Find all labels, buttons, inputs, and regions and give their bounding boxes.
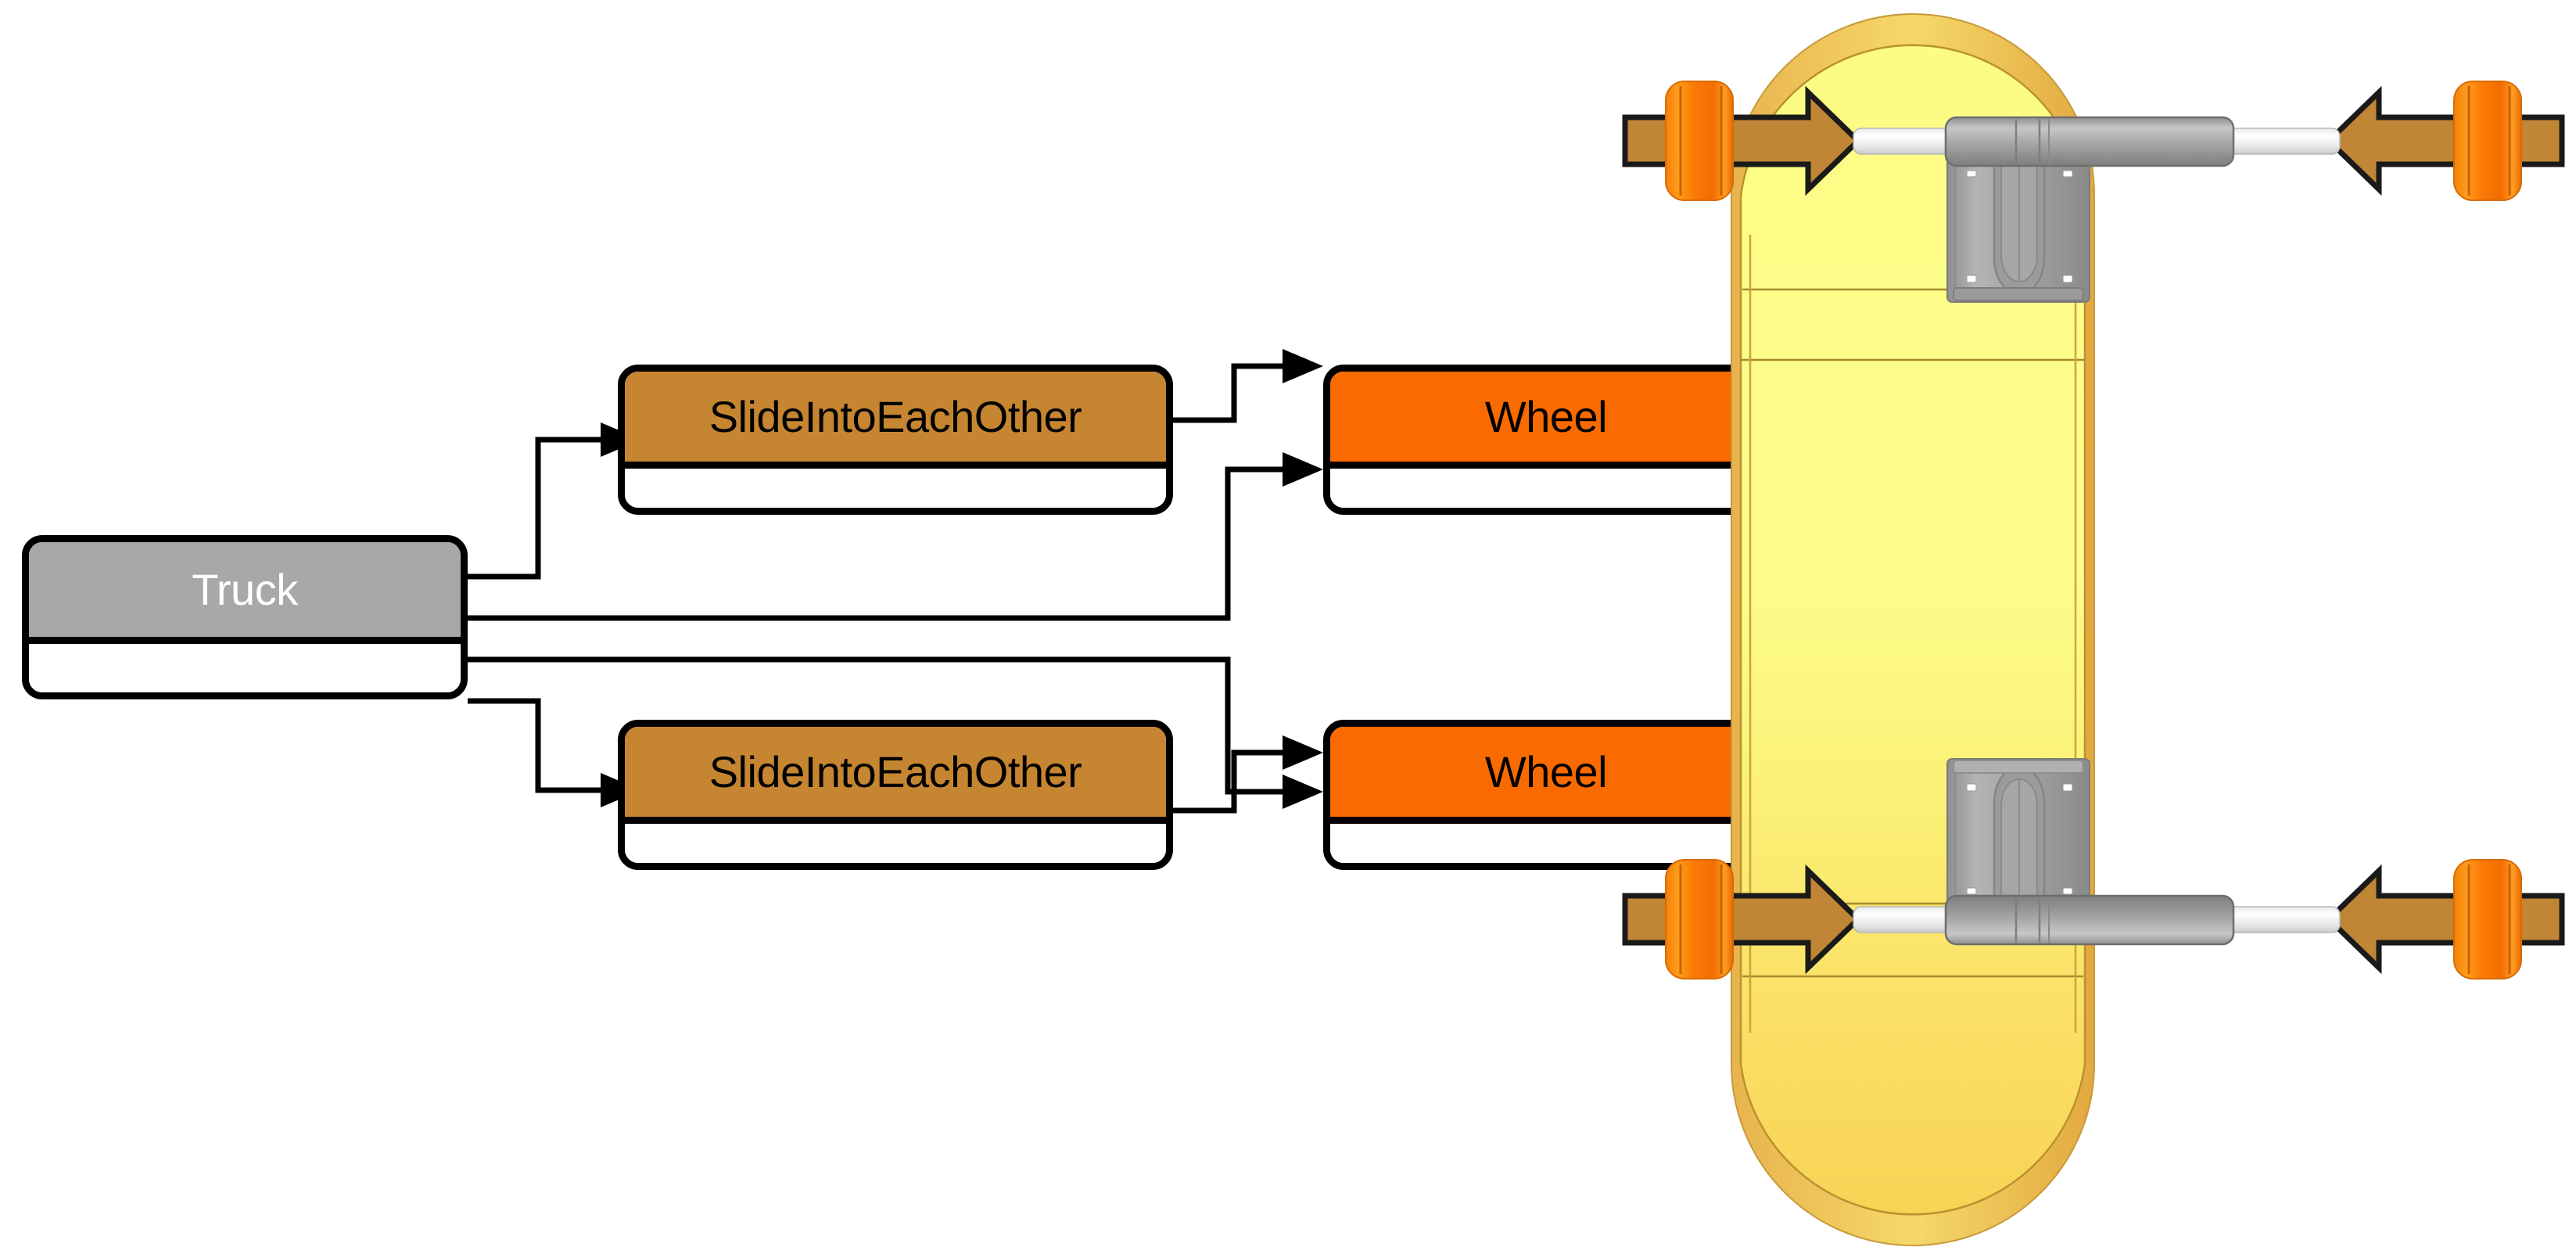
arrow-front-right <box>2324 85 2565 196</box>
block-slide-into-each-other-bottom[interactable]: SlideIntoEachOther <box>618 720 1173 870</box>
edge-slide-bottom-to-wheel-bottom <box>1171 735 1323 814</box>
block-slide-bottom-header: SlideIntoEachOther <box>625 727 1166 824</box>
block-truck[interactable]: Truck <box>22 535 468 699</box>
edge-truck-to-slide-bottom <box>468 698 641 807</box>
block-wheel-bottom-compartment <box>1330 824 1762 863</box>
wheel-rear-left <box>1665 859 1734 979</box>
block-slide-top-compartment <box>625 469 1166 508</box>
block-wheel-top-label: Wheel <box>1484 391 1608 441</box>
front-truck-hanger <box>1944 116 2235 167</box>
rear-truck-hanger <box>1944 894 2235 946</box>
wheel-front-right <box>2453 81 2522 201</box>
arrow-rear-left <box>1622 864 1863 975</box>
block-slide-top-header: SlideIntoEachOther <box>625 372 1166 469</box>
block-truck-compartment <box>29 644 461 692</box>
rear-truck-assembly <box>1622 758 2565 979</box>
block-slide-bottom-label: SlideIntoEachOther <box>709 746 1082 796</box>
block-wheel-bottom[interactable]: Wheel <box>1323 720 1769 870</box>
block-wheel-bottom-label: Wheel <box>1484 746 1608 796</box>
edge-slide-top-to-wheel-top <box>1171 349 1323 423</box>
front-truck-baseplate <box>1946 153 2090 303</box>
block-slide-top-label: SlideIntoEachOther <box>709 391 1082 441</box>
block-slide-into-each-other-top[interactable]: SlideIntoEachOther <box>618 365 1173 515</box>
front-truck-assembly <box>1622 81 2565 303</box>
block-truck-header: Truck <box>29 542 461 644</box>
wheel-rear-right <box>2453 859 2522 979</box>
skateboard-illustration <box>1622 13 2565 1246</box>
block-truck-label: Truck <box>192 564 298 614</box>
wheel-front-left <box>1665 81 1734 201</box>
block-wheel-top[interactable]: Wheel <box>1323 365 1769 515</box>
block-wheel-bottom-header: Wheel <box>1330 727 1762 824</box>
arrow-front-left <box>1622 85 1863 196</box>
rear-truck-baseplate <box>1946 758 2090 908</box>
block-wheel-top-compartment <box>1330 469 1762 508</box>
block-wheel-top-header: Wheel <box>1330 372 1762 469</box>
arrow-rear-right <box>2324 864 2565 975</box>
axle-rear <box>1853 906 2341 933</box>
edge-truck-to-slide-top <box>468 422 641 580</box>
block-slide-bottom-compartment <box>625 824 1166 863</box>
